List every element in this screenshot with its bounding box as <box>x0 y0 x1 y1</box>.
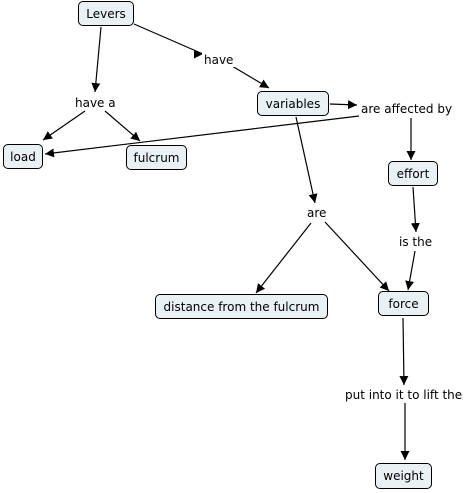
node-effort[interactable]: effort <box>388 161 438 186</box>
link-are-affected-by[interactable]: are affected by <box>359 102 455 116</box>
link-are[interactable]: are <box>305 206 329 220</box>
edge-have-a-load <box>42 110 86 141</box>
node-weight[interactable]: weight <box>375 463 432 489</box>
edge-have-a-fulcrum <box>104 110 141 142</box>
edge-affected-load <box>44 115 360 158</box>
edge-have-variables <box>231 65 270 89</box>
node-load[interactable]: load <box>3 144 43 169</box>
link-put-into-it[interactable]: put into it to lift the <box>343 388 465 402</box>
link-have-a[interactable]: have a <box>73 96 118 110</box>
node-levers[interactable]: Levers <box>78 1 134 26</box>
edge-force-put-into <box>399 317 409 386</box>
node-fulcrum[interactable]: fulcrum <box>126 145 187 170</box>
edge-levers-have-a <box>91 26 102 93</box>
edge-are-force <box>324 221 390 292</box>
node-force[interactable]: force <box>378 291 429 316</box>
edge-levers-have <box>133 23 204 55</box>
edge-is-the-force <box>405 250 416 291</box>
link-have[interactable]: have <box>202 53 236 67</box>
node-variables[interactable]: variables <box>257 91 329 116</box>
edge-variables-affected <box>329 100 358 110</box>
edge-variables-are <box>295 116 318 204</box>
edge-are-distance <box>255 222 312 294</box>
node-distance-from-fulcrum[interactable]: distance from the fulcrum <box>155 294 328 319</box>
link-is-the[interactable]: is the <box>397 235 435 249</box>
edge-effort-is-the <box>410 186 420 233</box>
